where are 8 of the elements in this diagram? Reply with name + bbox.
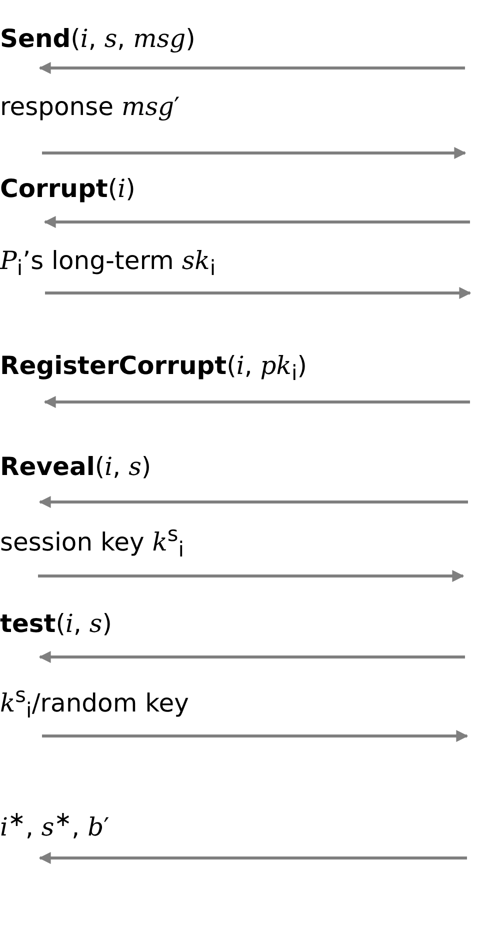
message-label: Corrupt(i)	[0, 174, 136, 204]
message-label: Send(i, s, msg)	[0, 24, 196, 54]
message-label: test(i, s)	[0, 609, 112, 639]
message-label: response msg′	[0, 92, 180, 122]
message-label: RegisterCorrupt(i, pk$_{i}$)	[0, 351, 308, 386]
message-label: Reveal(i, s)	[0, 452, 152, 482]
message-label: i$^{∗}$, s$^{∗}$, b′	[0, 807, 110, 842]
message-label: k$^{s}$$_{i}$/random key	[0, 683, 189, 724]
